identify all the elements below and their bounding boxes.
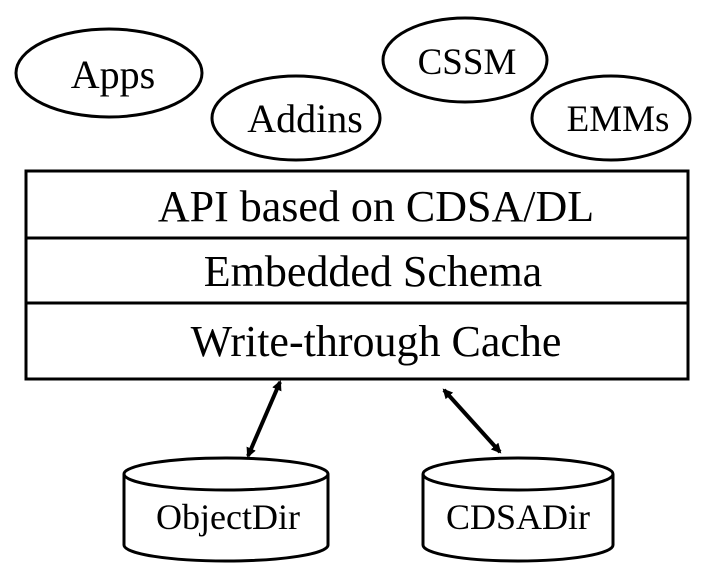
layer-schema-label: Embedded Schema — [204, 247, 542, 296]
cdsadir-cylinder-top — [421, 456, 615, 492]
arrow-cdsadir — [442, 388, 502, 454]
layer-cache-label: Write-through Cache — [191, 317, 562, 366]
apps-label: Apps — [71, 52, 155, 97]
layer-stack-border — [24, 169, 690, 381]
client-cssm: CSSM — [381, 16, 549, 104]
addins-label: Addins — [247, 96, 363, 141]
cdsadir-cylinder-body — [421, 474, 615, 563]
client-apps: Apps — [14, 27, 204, 119]
cssm-ellipse — [381, 16, 549, 104]
arrow-objectdir — [246, 380, 282, 458]
objectdir-cylinder-body — [122, 474, 330, 563]
apps-ellipse — [14, 27, 204, 119]
emms-label: EMMs — [567, 99, 670, 140]
layer-api-label: API based on CDSA/DL — [158, 182, 594, 231]
emms-ellipse — [530, 74, 692, 162]
cdsadir-label: CDSADir — [446, 497, 590, 537]
addins-ellipse — [210, 74, 382, 162]
store-cdsadir: CDSADir — [421, 456, 615, 563]
client-addins: Addins — [210, 74, 382, 162]
store-objectdir: ObjectDir — [122, 456, 330, 563]
client-emms: EMMs — [530, 74, 692, 162]
objectdir-cylinder-top — [122, 456, 330, 492]
objectdir-label: ObjectDir — [156, 497, 300, 537]
layer-stack: API based on CDSA/DL Embedded Schema Wri… — [24, 169, 690, 381]
cssm-label: CSSM — [418, 42, 517, 83]
